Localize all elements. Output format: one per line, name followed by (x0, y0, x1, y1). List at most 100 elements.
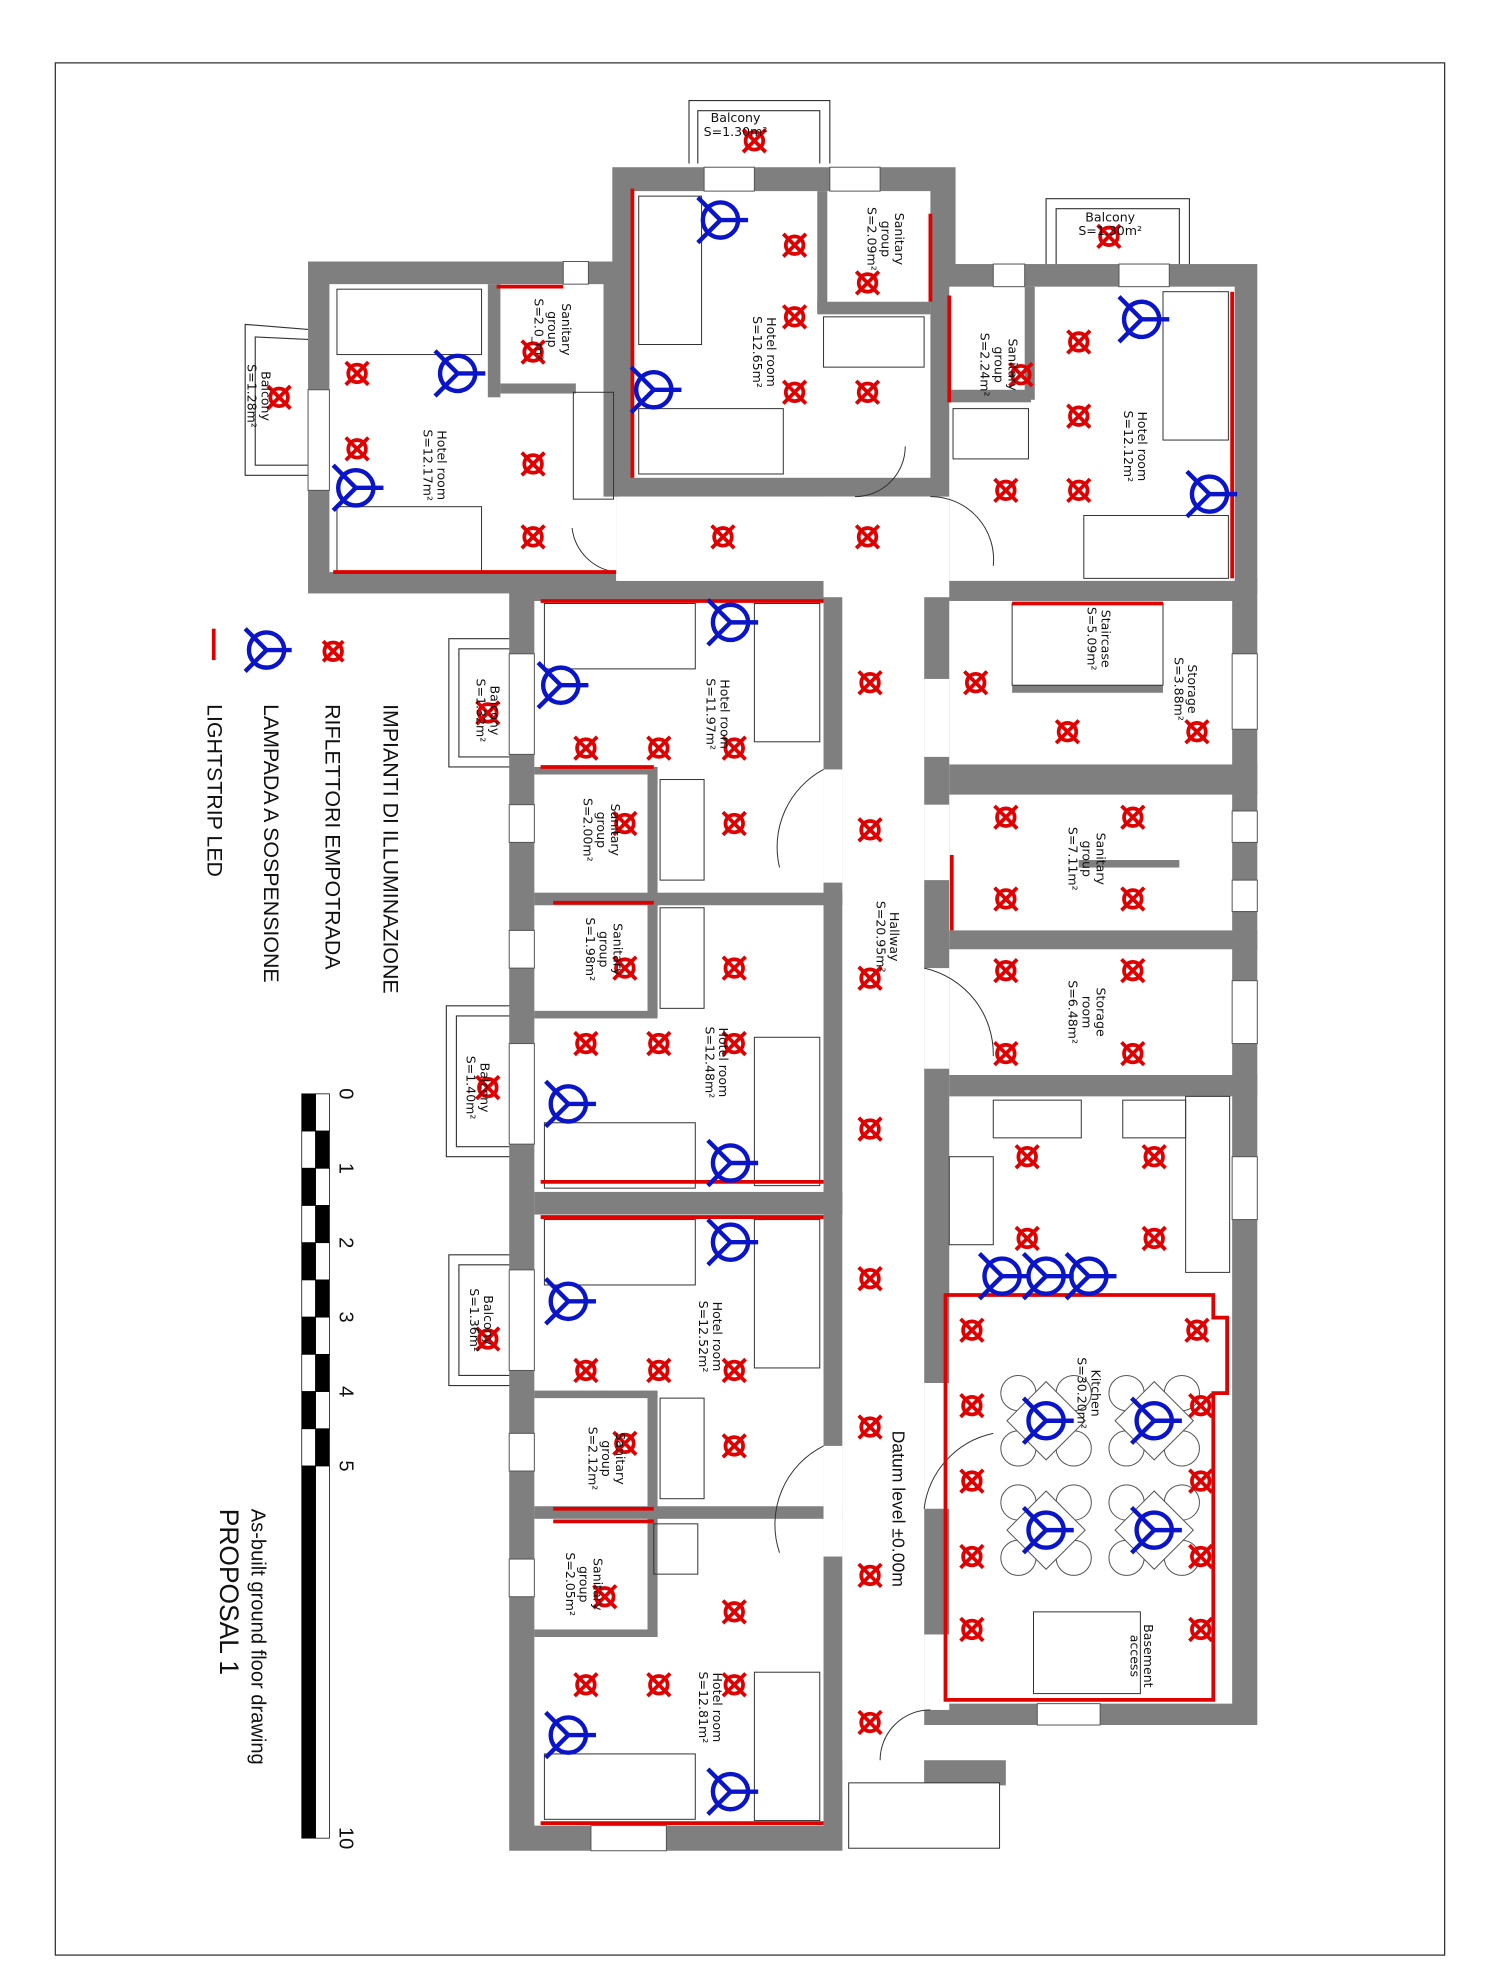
room-name: Sanitary (892, 213, 907, 266)
recessed-spotlight-icon (1188, 1616, 1214, 1643)
room-name: Hotel room (716, 1028, 731, 1098)
room-name: Balcony (477, 1063, 492, 1113)
recessed-spotlight-icon (1066, 477, 1092, 503)
recessed-spotlight-icon (344, 360, 370, 387)
legend: IMPIANTI DI ILLUMINAZIONE RIFLETTORI EMP… (202, 627, 402, 994)
room-name: Balcony (487, 685, 502, 735)
pendant-lamp-icon (1130, 1396, 1182, 1445)
room-name: Hotel room (710, 1302, 725, 1372)
room-name: group (1080, 840, 1095, 877)
room-area: S=12.65m² (750, 316, 765, 388)
recessed-spotlight-icon (573, 735, 599, 761)
scale-segment (315, 1316, 330, 1355)
recessed-spotlight-icon (854, 270, 881, 296)
pendant-lamp-icon (331, 463, 384, 513)
scale-tick-label: 4 (334, 1386, 356, 1397)
room-labels: BalconyS=1.30m²BalconyS=1.30m²BalconyS=1… (245, 110, 1200, 1743)
scale-segment (315, 1353, 330, 1392)
pendant-lamp-icon (544, 1277, 596, 1326)
room-area: S=12.12m² (1121, 410, 1136, 482)
scale-tick-label: 3 (334, 1312, 356, 1323)
recessed-spotlight-icon (612, 1430, 638, 1457)
drawing-title: As-built ground floor drawing (246, 1509, 268, 1765)
legend-label-spotlight: RIFLETTORI EMPOTRADA (321, 704, 345, 970)
room-area: S=5.09m² (1085, 607, 1100, 671)
recessed-spotlight-icon (646, 1357, 672, 1384)
recessed-spotlight-icon (266, 384, 292, 410)
recessed-spotlight-icon (710, 524, 736, 550)
scale-segment (315, 1279, 330, 1318)
drawing-title-block: As-built ground floor drawing (246, 1509, 268, 1765)
room-name: Sanitary (611, 923, 626, 976)
recessed-spotlight-icon (573, 1357, 599, 1384)
room-name: Storage (1093, 988, 1108, 1037)
recessed-spotlight-icon (963, 670, 989, 696)
basement-stair (1032, 1611, 1141, 1695)
room-name: Hotel room (717, 679, 732, 749)
scale-segment (315, 1130, 330, 1169)
recessed-spotlight-icon (1054, 719, 1081, 745)
recessed-spotlight-icon (781, 232, 808, 258)
recessed-spotlight-icon (612, 955, 638, 981)
recessed-spotlight-icon (1141, 1144, 1167, 1170)
recessed-spotlight-icon (857, 1709, 883, 1736)
room-area: S=1.32m² (474, 678, 489, 742)
room-name: Hotel room (764, 317, 779, 387)
room-name: Kitchen (1088, 1369, 1103, 1416)
scale-segment (301, 1279, 316, 1318)
room-name: Hotel room (710, 1673, 725, 1743)
recessed-spotlight-icon (520, 339, 546, 365)
recessed-spotlight-icon (721, 955, 747, 981)
recessed-spotlight-icon (646, 1030, 672, 1057)
pendant-lamp-icon (706, 598, 759, 647)
scale-segment (301, 1167, 316, 1206)
room-area: S=7.11m² (1066, 827, 1081, 891)
pendant-lamp-icon (1021, 1505, 1074, 1555)
room-area: S=1.28m² (245, 364, 260, 428)
recessed-spotlight-icon (854, 524, 881, 550)
recessed-spotlight-icon (1188, 1543, 1214, 1570)
recessed-spotlight-icon (993, 804, 1019, 830)
pendant-lamp-icon (696, 195, 749, 245)
scale-tick-label: 1 (334, 1163, 356, 1174)
datum-level-text: Datum level ±0.00m (889, 1431, 909, 1587)
recessed-spotlight-icon (612, 810, 638, 837)
recessed-spotlight-icon (475, 700, 501, 726)
room-area: S=30.20m² (1075, 1357, 1090, 1429)
sheet-border (54, 62, 1446, 1956)
recessed-spotlight-icon (857, 965, 883, 991)
pendant-lamp-icon (706, 1767, 759, 1816)
legend-heading: IMPIANTI DI ILLUMINAZIONE (378, 704, 402, 994)
recessed-spotlight-icon (857, 1116, 883, 1142)
scale-segment (301, 1465, 316, 1839)
recessed-spotlight-icon (475, 1074, 501, 1101)
recessed-spotlight-icon (1014, 1144, 1040, 1170)
recessed-spotlight-icon (993, 477, 1019, 503)
scale-segment (301, 1391, 316, 1430)
pendant-lamp-icon (706, 1138, 759, 1188)
room-name: Sanitary (559, 303, 574, 356)
recessed-spotlight-icon (721, 1672, 747, 1698)
pendant-lamp-icon (629, 365, 682, 414)
legend-label-pendant: LAMPADA A SOSPENSIONE (259, 704, 283, 983)
room-name: group (597, 931, 612, 968)
room-name: Sanitary (1005, 338, 1020, 391)
recessed-spotlight-icon (1141, 1225, 1167, 1252)
light-fixtures (266, 128, 1238, 1816)
recessed-spotlight-icon (1014, 1225, 1040, 1252)
recessed-spotlight-icon (959, 1317, 985, 1343)
recessed-spotlight-icon (993, 957, 1019, 984)
